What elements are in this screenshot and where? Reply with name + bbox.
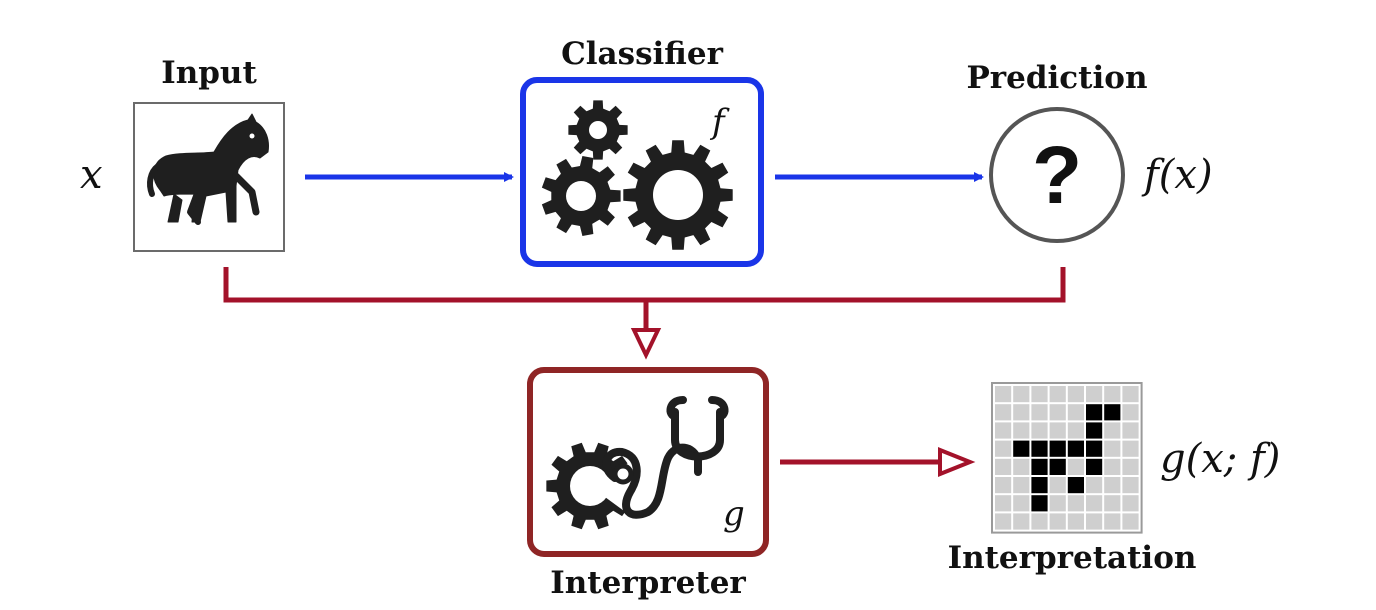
horse-icon [147, 113, 269, 225]
grid-cell-filled [1031, 495, 1048, 512]
grid-cell [1013, 422, 1030, 439]
grid-cell [995, 495, 1012, 512]
interpreter-symbol-g: g [723, 494, 745, 534]
grid-cell-filled [1067, 440, 1084, 457]
grid-cell [1049, 477, 1066, 494]
small-gear-icon-hole [589, 121, 607, 139]
grid-cell [1104, 386, 1121, 403]
grid-cell [995, 440, 1012, 457]
grid-cell-filled [1086, 422, 1103, 439]
grid-cell [1049, 404, 1066, 421]
grid-cell [1013, 386, 1030, 403]
grid-cell [995, 458, 1012, 475]
grid-cell [1122, 495, 1139, 512]
input-prediction-connector [223, 267, 1066, 303]
prediction-heading: Prediction [966, 60, 1148, 96]
grid-cell-filled [1067, 477, 1084, 494]
grid-cell [1122, 477, 1139, 494]
grid-cell [1013, 513, 1030, 530]
grid-cell [995, 513, 1012, 530]
grid-cell [1067, 386, 1084, 403]
grid-cell [995, 477, 1012, 494]
grid-cell-filled [1049, 458, 1066, 475]
grid-cell-filled [1013, 440, 1030, 457]
grid-cell [1122, 458, 1139, 475]
grid-cell [995, 386, 1012, 403]
grid-cell-filled [1031, 458, 1048, 475]
medium-gear-icon-hole [566, 181, 596, 211]
input-heading: Input [161, 55, 257, 91]
grid-cell [1013, 458, 1030, 475]
connector-arrowhead [630, 328, 662, 360]
grid-cell [1104, 422, 1121, 439]
grid-cell [1067, 495, 1084, 512]
classifier-heading: Classifier [561, 36, 723, 72]
grid-cell-filled [1104, 404, 1121, 421]
grid-cell [1104, 477, 1121, 494]
interpreter-heading: Interpreter [550, 565, 746, 601]
grid-cell [1031, 513, 1048, 530]
grid-cell [1086, 495, 1103, 512]
gears-icon [541, 100, 733, 250]
grid-cell [1049, 386, 1066, 403]
grid-cell [1122, 440, 1139, 457]
gear-stethoscope-icon [546, 396, 729, 530]
grid-cell [1013, 495, 1030, 512]
grid-cell [1031, 422, 1048, 439]
grid-cell [1049, 513, 1066, 530]
grid-cell-filled [1031, 440, 1048, 457]
grid-cell [1104, 458, 1121, 475]
grid-cell [1067, 458, 1084, 475]
grid-cell [1122, 422, 1139, 439]
grid-cell-filled [1086, 440, 1103, 457]
grid-cell [995, 404, 1012, 421]
question-mark-icon: ? [1032, 130, 1082, 221]
interpretation-heading: Interpretation [947, 540, 1197, 576]
prediction-circle [989, 107, 1125, 243]
grid-cell [1122, 404, 1139, 421]
grid-cell [1031, 386, 1048, 403]
grid-cell [1049, 422, 1066, 439]
grid-cell [1049, 495, 1066, 512]
grid-cell [1067, 422, 1084, 439]
grid-cell [1031, 404, 1048, 421]
grid-cell [1013, 477, 1030, 494]
grid-cell [1104, 440, 1121, 457]
input-variable-x: x [80, 152, 103, 198]
large-gear-icon-hole [653, 170, 703, 220]
prediction-formula: f(x) [1144, 152, 1213, 198]
grid-cell [1104, 513, 1121, 530]
grid-cell [1067, 404, 1084, 421]
grid-cell-filled [1031, 477, 1048, 494]
grid-cell [1067, 513, 1084, 530]
interpretation-formula: g(x; f) [1160, 436, 1281, 482]
grid-cell [1122, 513, 1139, 530]
interpretation-arrowhead [938, 447, 976, 477]
grid-cell [1086, 386, 1103, 403]
grid-cell [1013, 404, 1030, 421]
grid-cell [1086, 477, 1103, 494]
pixel-grid-icon [991, 382, 1143, 534]
classifier-symbol-f: f [712, 102, 725, 142]
grid-cell-filled [1086, 404, 1103, 421]
grid-cell [1122, 386, 1139, 403]
grid-cell-filled [1086, 458, 1103, 475]
grid-cell [1086, 513, 1103, 530]
grid-cell [995, 422, 1012, 439]
grid-cell [1104, 495, 1121, 512]
grid-cell-filled [1049, 440, 1066, 457]
